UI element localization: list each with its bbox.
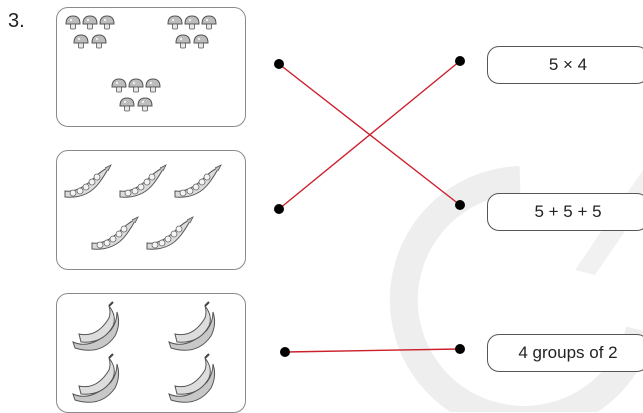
left-dot-3[interactable] <box>280 347 290 357</box>
answer-box-3[interactable]: 4 groups of 2 <box>487 334 643 372</box>
answer-box-2[interactable]: 5 + 5 + 5 <box>487 193 643 231</box>
match-line-2 <box>279 61 460 209</box>
right-dot-3[interactable] <box>455 344 465 354</box>
right-dot-1[interactable] <box>455 56 465 66</box>
answer-label-3: 4 groups of 2 <box>518 343 617 363</box>
answer-label-2: 5 + 5 + 5 <box>534 202 601 222</box>
left-dot-1[interactable] <box>274 59 284 69</box>
left-dot-2[interactable] <box>274 204 284 214</box>
answer-label-1: 5 × 4 <box>549 55 587 75</box>
right-dot-2[interactable] <box>455 200 465 210</box>
match-line-3 <box>285 349 460 352</box>
answer-box-1[interactable]: 5 × 4 <box>487 46 643 84</box>
